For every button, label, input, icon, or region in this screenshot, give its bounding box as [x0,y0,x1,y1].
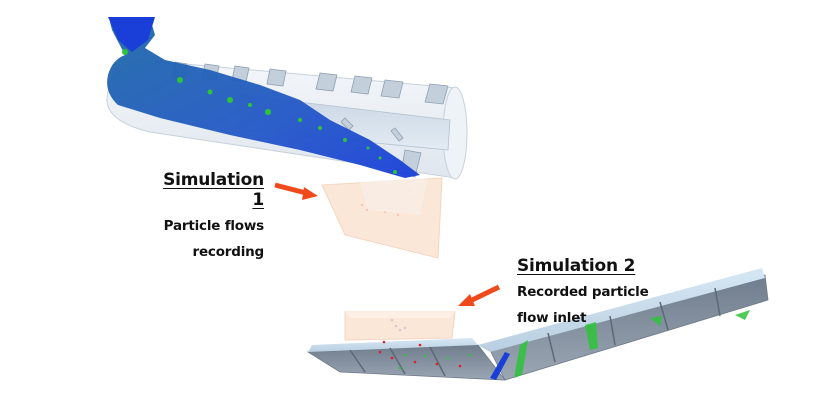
simulation-1-label: Simulation 1 Particle flows recording [150,170,264,262]
simulation-2-line2: flow inlet [517,310,587,326]
chute-flat [306,344,506,381]
arrow-right-icon [274,182,318,200]
simulation-2-label: Simulation 2 Recorded particle flow inle… [517,256,667,328]
drum-simulation [106,17,468,217]
chute-green-particles [514,310,750,378]
simulation-2-title: Simulation 2 [517,256,636,276]
simulation-1-line1: Particle flows [163,218,265,234]
simulation-1-line2: recording [192,244,264,260]
recording-box [321,177,443,259]
simulation-2-line1: Recorded particle [517,284,649,300]
particle-bed [107,18,420,178]
chute-blue-particles [490,352,510,380]
particle-inlet-stream [108,17,155,52]
simulation-1-title: Simulation 1 [163,170,264,210]
chute-ribs [349,287,721,377]
chute-simulation [306,268,769,381]
arrow-down-left-icon [458,284,501,306]
